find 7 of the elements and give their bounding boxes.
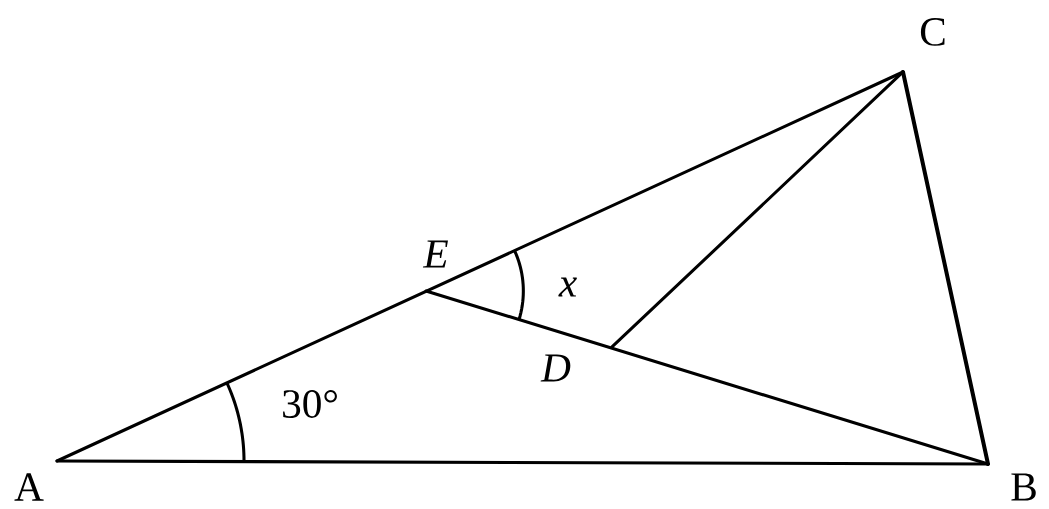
point-label: D [540, 354, 571, 382]
point-label: C [920, 18, 945, 46]
point-label: E [422, 240, 448, 268]
point-label: A [14, 473, 44, 501]
point-label: B [1011, 473, 1036, 501]
angle-label: 30° [283, 390, 337, 418]
angle-label: x [558, 277, 577, 297]
